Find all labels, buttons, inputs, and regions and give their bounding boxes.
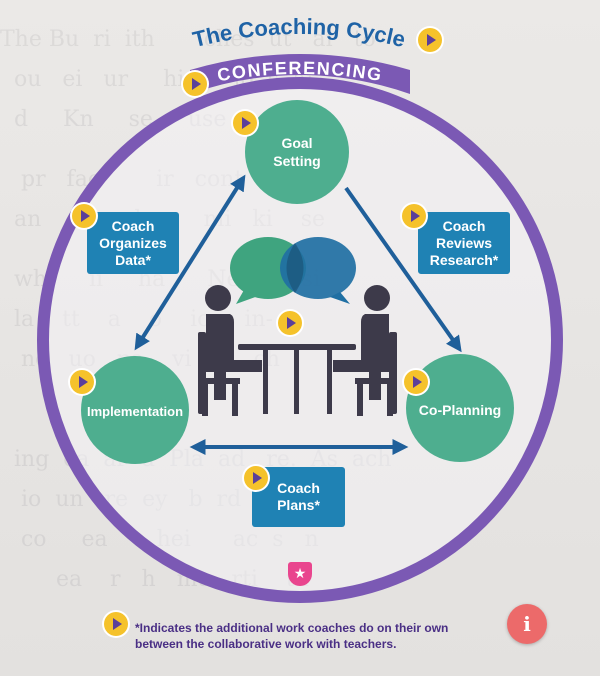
arrow-goal-coplanning [344,186,462,353]
play-icon-title[interactable] [418,28,442,52]
play-icon-co-planning[interactable] [404,370,428,394]
box-line: Coach [442,217,486,234]
box-line: Coach [111,217,155,234]
speech-bubbles-icon [230,237,356,304]
arrow-goal-implementation [134,174,246,351]
coach-reviews-research-box[interactable]: Coach Reviews Research* [418,212,510,274]
goal-setting-node[interactable] [245,100,349,204]
implementation-node[interactable] [81,356,189,464]
play-icon-implementation[interactable] [70,370,94,394]
co-planning-label: Co-Planning [418,402,502,418]
conferencing-banner [190,54,410,94]
play-icon-organizes[interactable] [72,204,96,228]
star-badge-icon[interactable]: ★ [288,562,312,586]
implementation-label: Implementation [86,404,184,419]
box-line: Organizes [99,234,167,251]
goal-setting-label: Goal Setting [273,135,321,169]
play-icon-center[interactable] [278,311,302,335]
box-line: Coach [277,480,320,496]
play-icon-conferencing[interactable] [183,72,207,96]
play-icon-goal-setting[interactable] [233,111,257,135]
info-button[interactable]: i [507,604,547,644]
box-line: Plans* [277,497,320,513]
play-icon-plans[interactable] [244,466,268,490]
coach-organizes-data-box[interactable]: Coach Organizes Data* [87,212,179,274]
box-line: Data* [115,251,151,268]
play-icon-footnote[interactable] [104,612,128,636]
footnote-text: *Indicates the additional work coaches d… [135,621,449,651]
page-title: The Coaching Cycle [190,14,408,52]
box-line: Reviews [435,234,493,251]
co-planning-node[interactable] [406,354,514,462]
people-at-table-icon [198,285,397,416]
box-line: Research* [429,251,499,268]
play-icon-reviews[interactable] [402,204,426,228]
